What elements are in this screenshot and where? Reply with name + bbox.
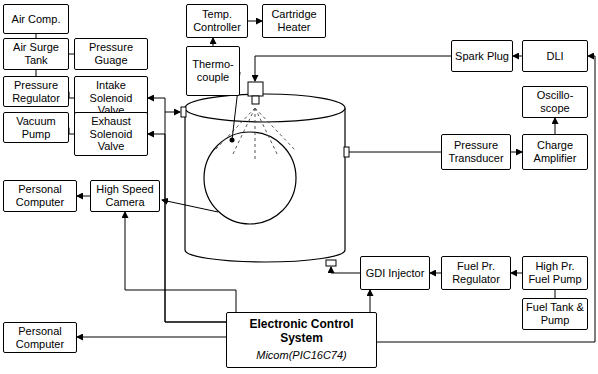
box-label: DLI <box>546 50 563 63</box>
heater-box: Cartridge Heater <box>262 4 326 38</box>
box-label: Vacuum Pump <box>7 115 65 140</box>
connector-line <box>213 38 214 46</box>
pump-box: High Pr. Fuel Pump <box>522 256 588 290</box>
box-label: GDI Injector <box>366 267 425 280</box>
tank-box: Fuel Tank & Pump <box>522 298 588 330</box>
connector-line <box>77 196 90 197</box>
box-sublabel: Micom(PIC16C74) <box>256 349 346 362</box>
box-label: Personal Computer <box>7 183 73 208</box>
box-label: Personal Computer <box>7 325 73 350</box>
box-label: Fuel Tank & Pump <box>526 301 584 326</box>
camera-box: High Speed Camera <box>90 180 160 212</box>
pump-box: Vacuum Pump <box>3 112 69 143</box>
controller-box: Temp. Controller <box>186 4 248 38</box>
box-label: Air Comp. <box>12 13 61 26</box>
sensor-box: Pressure Transducer <box>441 134 511 170</box>
connector-line <box>511 152 522 153</box>
computer-box: Personal Computer <box>3 180 77 212</box>
box-label: Fuel Pr. Regulator <box>445 260 507 285</box>
box-label: Thermo-couple <box>190 58 236 83</box>
valve-box: Exhaust Solenoid Valve <box>74 112 148 156</box>
connector-line <box>148 134 226 322</box>
box-label: High Pr. Fuel Pump <box>526 260 584 285</box>
box-label: High Speed Camera <box>94 183 156 208</box>
scope-box: Oscillo-scope <box>522 86 588 118</box>
connector-line <box>248 21 262 22</box>
regulator-box: Pressure Regulator <box>3 76 69 107</box>
connector-line <box>513 56 522 57</box>
control-box: Electronic Control SystemMicom(PIC16C74) <box>226 312 377 368</box>
box-label: Exhaust Solenoid Valve <box>78 115 144 153</box>
box-label: Cartridge Heater <box>266 8 322 33</box>
box-label: Charge Amplifier <box>526 139 584 164</box>
box-label: Electronic Control System <box>230 318 373 346</box>
ignition-box: DLI <box>522 40 588 72</box>
box-label: Oscillo-scope <box>526 89 584 114</box>
amplifier-box: Charge Amplifier <box>522 134 588 170</box>
connector-line <box>125 212 236 312</box>
box-label: Temp. Controller <box>190 8 244 33</box>
connector-line <box>511 273 522 274</box>
connector-line <box>377 56 595 342</box>
sensor-box: Thermo-couple <box>186 46 240 96</box>
box-label: Air Surge Tank <box>7 41 65 66</box>
ignition-box: Spark Plug <box>451 40 513 72</box>
connector-line <box>77 337 226 338</box>
connector-line <box>555 290 556 298</box>
injector-box: GDI Injector <box>360 256 430 290</box>
box-label: Spark Plug <box>455 50 509 63</box>
box-label: Pressure Guage <box>78 41 144 66</box>
connector-line <box>430 273 441 274</box>
computer-box: Personal Computer <box>3 322 77 353</box>
regulator-box: Fuel Pr. Regulator <box>441 256 511 290</box>
connector-line <box>555 118 556 134</box>
box-label: Pressure Transducer <box>445 139 507 164</box>
gauge-box: Pressure Guage <box>74 38 148 70</box>
connector-line <box>370 290 371 312</box>
box-label: Pressure Regulator <box>7 79 65 104</box>
tank-box: Air Surge Tank <box>3 38 69 70</box>
source-box: Air Comp. <box>3 4 69 34</box>
